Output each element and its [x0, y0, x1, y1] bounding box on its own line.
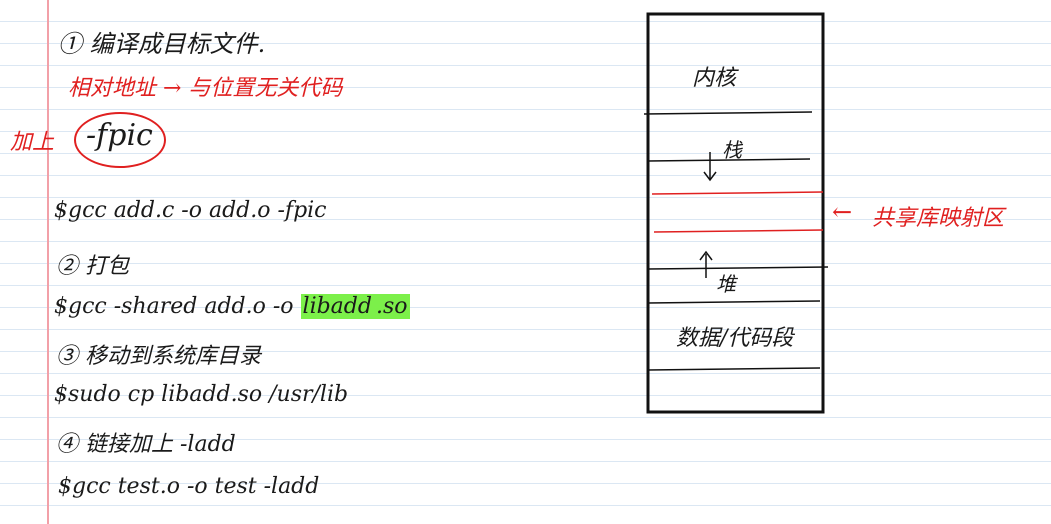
memory-box	[646, 12, 825, 414]
compile-command: $gcc add.c -o add.o -fpic	[54, 198, 327, 223]
shared-command: $gcc -shared add.o -o libadd.so	[54, 294, 410, 319]
link-command: $gcc test.o -o test -ladd	[58, 474, 320, 499]
divider-data-top	[647, 300, 821, 304]
shared-command-prefix: $gcc -shared add.o -o	[54, 294, 301, 319]
shared-region-top	[651, 191, 824, 195]
divider-heap	[647, 266, 829, 270]
step2-heading: ② 打包	[56, 254, 129, 279]
stack-down-arrow-head	[703, 171, 717, 182]
heap-label: 堆	[716, 272, 736, 296]
step4-heading: ④ 链接加上 -ladd	[56, 432, 236, 457]
fpic-flag: -fpic	[86, 118, 153, 153]
step1-note: 相对地址 → 与位置无关代码	[68, 76, 343, 101]
copy-command: $sudo cp libadd.so /usr/lib	[54, 382, 349, 407]
highlighted-lib-ext: .so	[373, 294, 410, 319]
divider-data-bottom	[647, 367, 821, 371]
shared-region-label: 共享库映射区	[872, 206, 1005, 231]
kernel-label: 内核	[692, 66, 737, 91]
highlighted-lib-name: libadd	[300, 294, 374, 319]
stack-label: 栈	[722, 138, 742, 162]
heap-up-arrow-head	[699, 250, 713, 261]
step1-heading: ① 编译成目标文件.	[58, 30, 266, 58]
notebook-margin-line	[47, 0, 49, 524]
divider-stack	[647, 158, 811, 162]
shared-region-arrow: ←	[832, 198, 853, 226]
shared-region-bottom	[653, 229, 824, 233]
divider-kernel	[643, 111, 813, 115]
data-code-label: 数据/代码段	[676, 326, 794, 351]
step3-heading: ③ 移动到系统库目录	[56, 344, 261, 369]
fpic-circle	[74, 112, 166, 168]
add-label: 加上	[10, 130, 55, 155]
